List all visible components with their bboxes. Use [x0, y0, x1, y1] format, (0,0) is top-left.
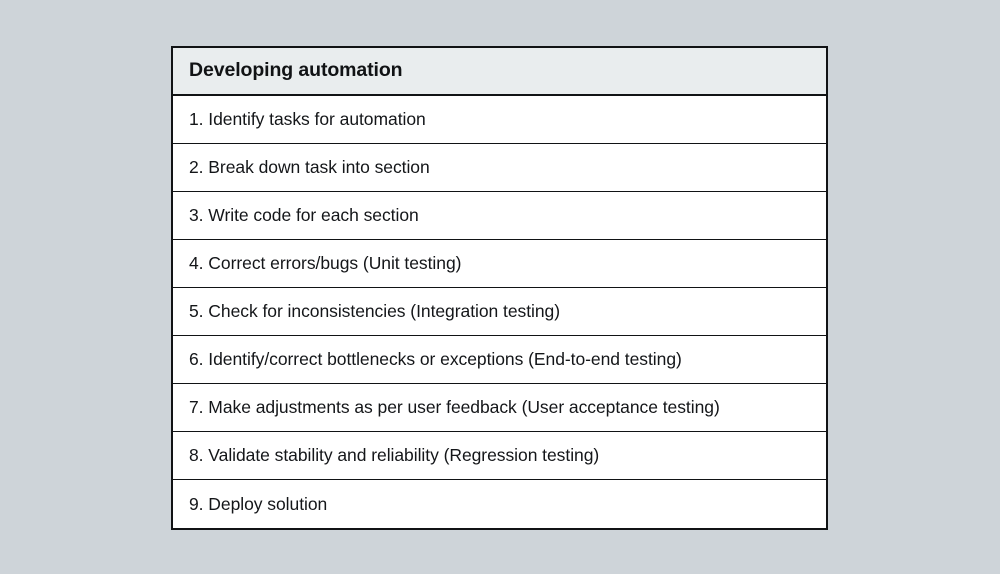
table-row: 1. Identify tasks for automation	[173, 96, 826, 144]
table-body: 1. Identify tasks for automation 2. Brea…	[173, 96, 826, 528]
table-row-label: 5. Check for inconsistencies (Integratio…	[189, 301, 561, 321]
table-row: 6. Identify/correct bottlenecks or excep…	[173, 336, 826, 384]
table-row: 9. Deploy solution	[173, 480, 826, 528]
table-row: 5. Check for inconsistencies (Integratio…	[173, 288, 826, 336]
table-row-label: 2. Break down task into section	[189, 157, 430, 177]
table-row-label: 9. Deploy solution	[189, 493, 328, 514]
table-row: 2. Break down task into section	[173, 144, 826, 192]
table-header-title: Developing automation	[189, 59, 403, 82]
developing-automation-table: Developing automation 1. Identify tasks …	[171, 46, 828, 530]
table-row-label: 6. Identify/correct bottlenecks or excep…	[189, 349, 682, 369]
table-row-label: 8. Validate stability and reliability (R…	[189, 445, 600, 465]
table-row-label: 1. Identify tasks for automation	[189, 109, 426, 129]
table-row: 8. Validate stability and reliability (R…	[173, 432, 826, 480]
table-row-label: 7. Make adjustments as per user feedback…	[189, 397, 720, 417]
table-row-label: 3. Write code for each section	[189, 205, 419, 225]
table-row: 3. Write code for each section	[173, 192, 826, 240]
table-row-label: 4. Correct errors/bugs (Unit testing)	[189, 253, 462, 273]
table-row: 4. Correct errors/bugs (Unit testing)	[173, 240, 826, 288]
table-header: Developing automation	[173, 48, 826, 96]
table-row: 7. Make adjustments as per user feedback…	[173, 384, 826, 432]
